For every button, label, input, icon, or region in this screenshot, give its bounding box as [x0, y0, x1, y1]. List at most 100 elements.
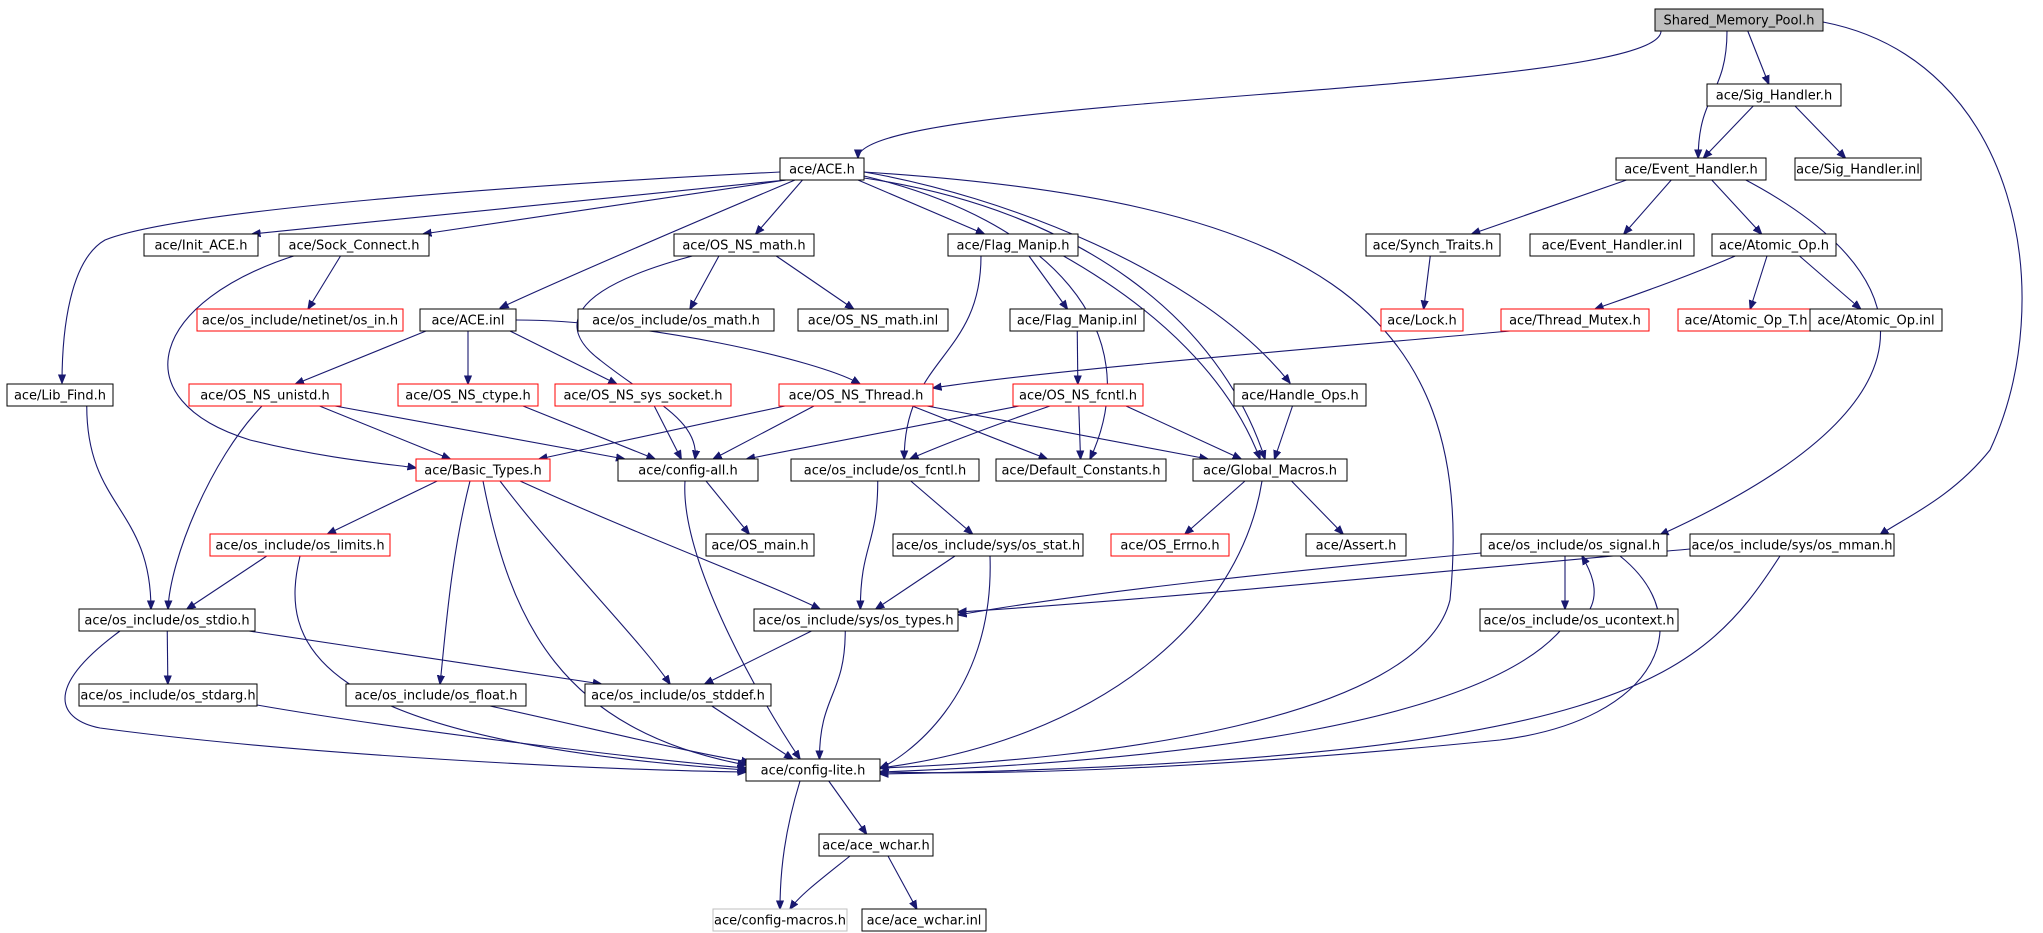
edge-osfloat-to-cfglite [489, 705, 750, 762]
edge-fcntl-to-globalm [1125, 405, 1241, 459]
node-box [1529, 233, 1695, 257]
node-stddef[interactable]: ace/os_include/os_stddef.h [584, 683, 772, 707]
node-ace_h[interactable]: ace/ACE.h [779, 157, 865, 181]
node-label: ace/ACE.inl [431, 314, 504, 329]
node-label: ace/OS_Errno.h [1120, 539, 1219, 554]
edge-sig_h-to-evh [1703, 105, 1754, 158]
node-thrmutex[interactable]: ace/Thread_Mutex.h [1500, 308, 1650, 332]
node-label: ace/OS_NS_math.h [682, 239, 805, 254]
node-osmman[interactable]: ace/os_include/sys/os_mman.h [1689, 533, 1895, 557]
node-label: ace/OS_NS_Thread.h [789, 389, 924, 404]
node-box [617, 458, 759, 482]
node-sig_h[interactable]: ace/Sig_Handler.h [1706, 83, 1842, 107]
node-osfloat[interactable]: ace/os_include/os_float.h [345, 683, 527, 707]
node-box [712, 908, 848, 932]
node-cfgmacros[interactable]: ace/config-macros.h [712, 908, 848, 932]
edge-evh-to-ossignal [1660, 177, 1882, 535]
node-globalm[interactable]: ace/Global_Macros.h [1192, 458, 1348, 482]
edge-fcntl-to-osfcntl [910, 405, 1051, 459]
node-label: ace/Event_Handler.inl [1542, 239, 1683, 254]
edge-flagmanip-to-globalm [1059, 253, 1260, 459]
edge-synch-to-lock [1424, 255, 1431, 309]
edge-limits-to-cfglite [294, 555, 746, 770]
node-wchar[interactable]: ace/ace_wchar.h [818, 833, 934, 857]
node-osmath[interactable]: ace/os_include/os_math.h [577, 308, 775, 332]
node-osmain[interactable]: ace/OS_main.h [705, 533, 815, 557]
node-label: ace/os_include/os_stdarg.h [80, 689, 255, 704]
node-synch[interactable]: ace/Synch_Traits.h [1365, 233, 1501, 257]
node-label: ace/os_include/netinet/os_in.h [202, 314, 398, 329]
node-basic[interactable]: ace/Basic_Types.h [415, 458, 551, 482]
node-defconst[interactable]: ace/Default_Constants.h [995, 458, 1167, 482]
node-box [753, 608, 959, 632]
node-sock[interactable]: ace/Sock_Connect.h [278, 233, 430, 257]
edge-globalm-to-assert [1291, 480, 1344, 534]
node-ostypes[interactable]: ace/os_include/sys/os_types.h [753, 608, 959, 632]
node-osstdio[interactable]: ace/os_include/os_stdio.h [78, 608, 256, 632]
edge-basic-to-ostypes [519, 480, 820, 609]
node-label: ace/os_include/os_math.h [592, 314, 760, 329]
node-evh[interactable]: ace/Event_Handler.h [1615, 157, 1767, 181]
node-box [577, 308, 775, 332]
node-flaginl[interactable]: ace/Flag_Manip.inl [1009, 308, 1145, 332]
node-label: ace/Basic_Types.h [424, 464, 541, 479]
edge-basic-to-stddef [499, 480, 670, 684]
node-atomict[interactable]: ace/Atomic_Op_T.h [1677, 308, 1815, 332]
node-box [1654, 8, 1824, 32]
node-box [1809, 308, 1943, 332]
node-box [892, 533, 1084, 557]
node-atomic[interactable]: ace/Atomic_Op.h [1711, 233, 1837, 257]
node-label: ace/Atomic_Op.inl [1817, 314, 1934, 329]
node-ace_inl[interactable]: ace/ACE.inl [419, 308, 517, 332]
edge-atomic-to-atomicinl [1799, 255, 1861, 309]
node-unistd[interactable]: ace/OS_NS_unistd.h [188, 383, 342, 407]
node-box [584, 683, 772, 707]
node-wcharinl[interactable]: ace/ace_wchar.inl [861, 908, 987, 932]
node-thread[interactable]: ace/OS_NS_Thread.h [778, 383, 934, 407]
node-label: ace/os_include/os_fcntl.h [804, 464, 966, 479]
node-fcntl[interactable]: ace/OS_NS_fcntl.h [1012, 383, 1144, 407]
node-atomicinl[interactable]: ace/Atomic_Op.inl [1809, 308, 1943, 332]
node-evhinl[interactable]: ace/Event_Handler.inl [1529, 233, 1695, 257]
node-stdarg[interactable]: ace/os_include/os_stdarg.h [78, 683, 258, 707]
node-box [1480, 533, 1668, 557]
node-box [1365, 233, 1501, 257]
node-configall[interactable]: ace/config-all.h [617, 458, 759, 482]
node-assert[interactable]: ace/Assert.h [1305, 533, 1407, 557]
node-root[interactable]: Shared_Memory_Pool.h [1654, 8, 1824, 32]
node-ctype[interactable]: ace/OS_NS_ctype.h [397, 383, 539, 407]
node-cfglite[interactable]: ace/config-lite.h [745, 758, 881, 782]
node-ucontext[interactable]: ace/os_include/os_ucontext.h [1479, 608, 1679, 632]
edge-ostypes-to-stddef [705, 630, 812, 684]
node-lock[interactable]: ace/Lock.h [1380, 308, 1464, 332]
node-netin[interactable]: ace/os_include/netinet/os_in.h [196, 308, 404, 332]
node-errno[interactable]: ace/OS_Errno.h [1110, 533, 1230, 557]
edge-ace_h-to-sock [423, 179, 787, 234]
edge-unistd-to-osstdio [168, 405, 263, 609]
node-handleops[interactable]: ace/Handle_Ops.h [1233, 383, 1367, 407]
node-sig_inl[interactable]: ace/Sig_Handler.inl [1794, 157, 1922, 181]
node-flagmanip[interactable]: ace/Flag_Manip.h [947, 233, 1079, 257]
node-osnsmathinl[interactable]: ace/OS_NS_math.inl [797, 308, 949, 332]
node-label: ace/os_include/os_limits.h [215, 539, 384, 554]
node-ossignal[interactable]: ace/os_include/os_signal.h [1480, 533, 1668, 557]
node-box [779, 157, 865, 181]
node-init_ace[interactable]: ace/Init_ACE.h [143, 233, 259, 257]
node-box [345, 683, 527, 707]
edge-unistd-to-configall [334, 405, 625, 459]
node-box [1794, 157, 1922, 181]
node-label: ace/Assert.h [1316, 539, 1397, 554]
node-osnsmath[interactable]: ace/OS_NS_math.h [673, 233, 815, 257]
edge-root-to-ace_h [858, 30, 1662, 158]
node-libfind[interactable]: ace/Lib_Find.h [6, 383, 114, 407]
edges-layer [62, 21, 2023, 909]
edge-basic-to-limits [327, 480, 438, 534]
node-osfcntl[interactable]: ace/os_include/os_fcntl.h [790, 458, 980, 482]
node-limits[interactable]: ace/os_include/os_limits.h [209, 533, 391, 557]
node-box [278, 233, 430, 257]
edge-wchar-to-cfgmacros [790, 855, 851, 909]
node-box [209, 533, 391, 557]
node-osstat[interactable]: ace/os_include/sys/os_stat.h [892, 533, 1084, 557]
edge-wchar-to-wcharinl [887, 855, 917, 909]
node-syssock[interactable]: ace/OS_NS_sys_socket.h [554, 383, 732, 407]
